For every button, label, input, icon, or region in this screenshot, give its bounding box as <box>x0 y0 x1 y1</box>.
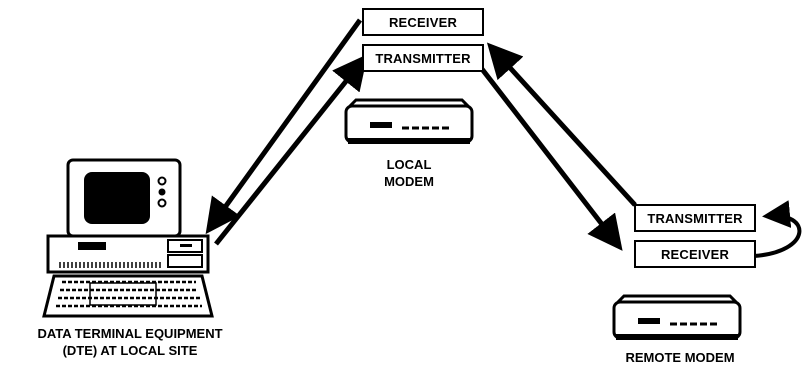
local-modem-caption-line2: MODEM <box>384 174 434 189</box>
dte-caption-line2: (DTE) AT LOCAL SITE <box>62 343 198 358</box>
dte-caption: DATA TERMINAL EQUIPMENT (DTE) AT LOCAL S… <box>0 325 260 359</box>
local-transmitter-label: TRANSMITTER <box>375 50 471 66</box>
remote-transmitter-box: TRANSMITTER <box>634 204 756 232</box>
local-modem-caption-line1: LOCAL <box>386 157 432 172</box>
arrow-icon <box>486 42 637 207</box>
arrow-icon <box>214 54 368 246</box>
remote-modem-caption-text: REMOTE MODEM <box>625 350 735 365</box>
local-receiver-label: RECEIVER <box>388 14 458 30</box>
modem-icon <box>344 98 474 144</box>
arrow-icon <box>205 18 363 235</box>
remote-transmitter-label: TRANSMITTER <box>647 210 743 226</box>
local-receiver-box: RECEIVER <box>362 8 484 36</box>
modem-icon <box>612 294 742 340</box>
remote-receiver-box: RECEIVER <box>634 240 756 268</box>
remote-receiver-label: RECEIVER <box>660 246 730 262</box>
arrow-icon <box>473 58 623 251</box>
local-transmitter-box: TRANSMITTER <box>362 44 484 72</box>
local-modem-caption: LOCAL MODEM <box>349 156 469 190</box>
dte-caption-line1: DATA TERMINAL EQUIPMENT <box>37 326 223 341</box>
computer-icon <box>42 158 214 318</box>
loopback-arrow-icon <box>753 200 802 258</box>
remote-modem-caption: REMOTE MODEM <box>605 349 755 366</box>
